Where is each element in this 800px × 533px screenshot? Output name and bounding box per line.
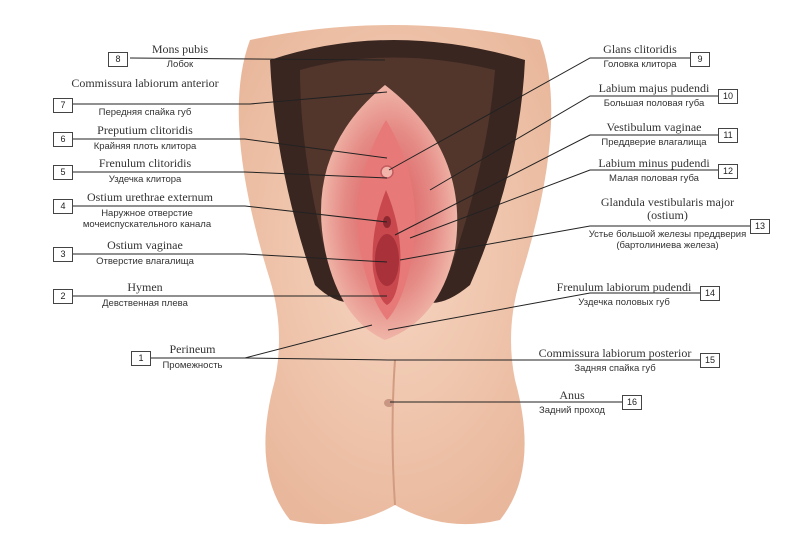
buttock-crease — [391, 359, 396, 506]
label-russian-hymen: Девственная плева — [102, 298, 188, 309]
anus-mark — [384, 399, 394, 407]
label-russian-glans-clitoridis: Головка клитора — [603, 59, 677, 70]
label-russian-frenulum-clitoridis: Уздечка клитора — [108, 174, 182, 185]
vaginal-opening — [375, 234, 399, 286]
label-latin-ostium-urethrae: Ostium urethrae externum — [87, 190, 213, 204]
label-number-10: 10 — [718, 89, 738, 104]
clitoris-glans — [380, 165, 394, 179]
label-russian-labium-minus: Малая половая губа — [609, 173, 699, 184]
label-number-9: 9 — [690, 52, 710, 67]
label-russian-anus: Задний проход — [539, 405, 605, 416]
label-latin-glans-clitoridis: Glans clitoridis — [603, 42, 677, 56]
label-russian-mons-pubis: Лобок — [166, 59, 194, 70]
label-latin-hymen: Hymen — [127, 280, 163, 294]
label-latin-commissura-anterior: Commissura labiorum anterior — [71, 76, 219, 90]
label-number-16: 16 — [622, 395, 642, 410]
label-latin-anus: Anus — [559, 388, 585, 402]
label-latin-frenulum-labiorum: Frenulum labiorum pudendi — [556, 280, 692, 294]
label-latin-labium-majus: Labium majus pudendi — [598, 81, 710, 95]
label-russian-glandula-vestibularis: Устье большой железы преддверия (бартоли… — [588, 229, 747, 251]
label-latin-vestibulum: Vestibulum vaginae — [606, 120, 702, 134]
label-russian-preputium: Крайняя плоть клитора — [93, 141, 197, 152]
label-latin-perineum: Perineum — [169, 342, 216, 356]
label-russian-labium-majus: Большая половая губа — [603, 98, 705, 109]
label-number-4: 4 — [53, 199, 73, 214]
label-russian-frenulum-labiorum: Уздечка половых губ — [578, 297, 670, 308]
label-latin-glandula-vestibularis: Glandula vestibularis major (ostium) — [600, 195, 735, 222]
label-russian-vestibulum: Преддверие влагалища — [601, 137, 707, 148]
label-number-12: 12 — [718, 164, 738, 179]
label-number-1: 1 — [131, 351, 151, 366]
leader-lines-left — [70, 57, 389, 361]
leader-lines-right — [387, 57, 750, 403]
label-number-3: 3 — [53, 247, 73, 262]
label-latin-frenulum-clitoridis: Frenulum clitoridis — [98, 156, 192, 170]
label-number-13: 13 — [750, 219, 770, 234]
label-russian-ostium-vaginae: Отверстие влагалища — [96, 256, 194, 267]
label-latin-labium-minus: Labium minus pudendi — [598, 156, 710, 170]
label-russian-ostium-urethrae: Наружное отверстие мочеиспускательного к… — [82, 208, 212, 230]
label-number-14: 14 — [700, 286, 720, 301]
label-number-11: 11 — [718, 128, 738, 143]
label-russian-perineum: Промежность — [162, 360, 223, 371]
label-russian-commissura-posterior: Задняя спайка губ — [574, 363, 656, 374]
label-number-5: 5 — [53, 165, 73, 180]
label-latin-preputium: Preputium clitoridis — [97, 123, 193, 137]
label-latin-ostium-vaginae: Ostium vaginae — [107, 238, 183, 252]
label-number-6: 6 — [53, 132, 73, 147]
label-russian-commissura-anterior: Передняя спайка губ — [98, 107, 192, 118]
label-latin-mons-pubis: Mons pubis — [151, 42, 209, 56]
label-number-2: 2 — [53, 289, 73, 304]
label-latin-commissura-posterior: Commissura labiorum posterior — [538, 346, 692, 360]
label-number-8: 8 — [108, 52, 128, 67]
label-number-15: 15 — [700, 353, 720, 368]
label-number-7: 7 — [53, 98, 73, 113]
